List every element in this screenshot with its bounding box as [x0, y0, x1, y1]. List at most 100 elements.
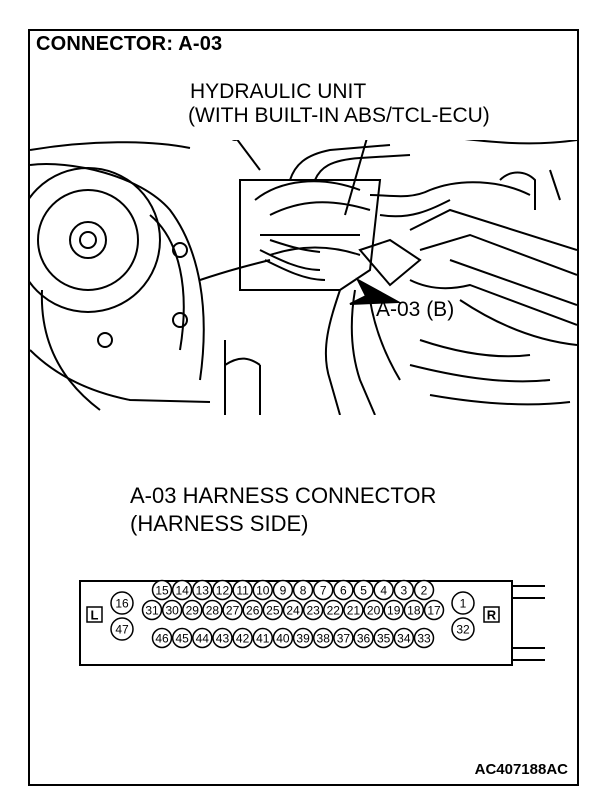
svg-text:46: 46 [155, 632, 169, 646]
svg-text:7: 7 [320, 584, 327, 598]
svg-text:3: 3 [401, 584, 408, 598]
svg-text:14: 14 [175, 584, 189, 598]
pin-44: 44 [192, 627, 213, 649]
svg-text:34: 34 [397, 632, 411, 646]
svg-text:31: 31 [145, 604, 159, 618]
pin-16: 16 [110, 591, 134, 615]
svg-text:26: 26 [246, 604, 260, 618]
pin-3: 3 [393, 579, 415, 601]
hydraulic-unit-label: HYDRAULIC UNIT (WITH BUILT-IN ABS/TCL-EC… [188, 80, 490, 128]
svg-text:32: 32 [456, 623, 470, 637]
arrow-icon [349, 277, 402, 305]
pin-29: 29 [182, 599, 203, 621]
pin-25: 25 [262, 599, 284, 621]
pin-33: 33 [413, 627, 435, 649]
pin-11: 11 [232, 579, 253, 601]
svg-text:38: 38 [317, 632, 331, 646]
pin-34: 34 [393, 627, 415, 649]
connector-outline [79, 580, 513, 666]
pin-22: 22 [323, 599, 344, 621]
svg-text:18: 18 [407, 604, 421, 618]
pin-7: 7 [312, 579, 334, 601]
pin-40: 40 [272, 627, 294, 649]
diagram-frame [28, 29, 579, 786]
pin-35: 35 [373, 627, 394, 649]
pin-43: 43 [212, 627, 233, 649]
pin-4: 4 [373, 579, 394, 601]
svg-text:44: 44 [196, 632, 210, 646]
svg-text:23: 23 [306, 604, 320, 618]
connector-callout-label: A-03 (B) [376, 298, 455, 321]
pin-20: 20 [363, 599, 384, 621]
pin-15: 15 [151, 579, 173, 601]
svg-text:20: 20 [367, 604, 381, 618]
pin-8: 8 [292, 579, 314, 601]
svg-text:42: 42 [236, 632, 250, 646]
svg-text:10: 10 [256, 584, 270, 598]
svg-text:30: 30 [165, 604, 179, 618]
pin-18: 18 [403, 599, 425, 621]
pin-9: 9 [272, 579, 294, 601]
figure-code: AC407188AC [474, 761, 568, 778]
pin-6: 6 [333, 579, 354, 601]
pin-32: 32 [451, 617, 475, 641]
svg-text:39: 39 [296, 632, 310, 646]
pin-45: 45 [171, 627, 193, 649]
pin-14: 14 [171, 579, 193, 601]
svg-text:4: 4 [380, 584, 387, 598]
svg-text:28: 28 [206, 604, 220, 618]
svg-text:25: 25 [266, 604, 280, 618]
svg-text:37: 37 [337, 632, 351, 646]
pin-31: 31 [141, 599, 163, 621]
svg-text:24: 24 [286, 604, 300, 618]
svg-text:36: 36 [357, 632, 371, 646]
pin-19: 19 [383, 599, 404, 621]
svg-text:41: 41 [256, 632, 270, 646]
connector-title: CONNECTOR: A-03 [36, 33, 223, 55]
svg-text:43: 43 [216, 632, 230, 646]
svg-text:16: 16 [115, 597, 129, 611]
harness-line2: (HARNESS SIDE) [130, 511, 309, 536]
svg-text:17: 17 [427, 604, 441, 618]
pin-30: 30 [161, 599, 183, 621]
pin-24: 24 [282, 599, 304, 621]
pin-2: 2 [413, 579, 435, 601]
right-side-marker: R [483, 606, 500, 623]
harness-line1: A-03 HARNESS CONNECTOR [130, 483, 437, 508]
svg-text:8: 8 [300, 584, 307, 598]
pin-28: 28 [202, 599, 223, 621]
pin-46: 46 [151, 627, 173, 649]
harness-connector-label: A-03 HARNESS CONNECTOR (HARNESS SIDE) [130, 482, 436, 538]
pin-23: 23 [302, 599, 324, 621]
svg-text:45: 45 [175, 632, 189, 646]
connector-tabs [512, 585, 545, 661]
pin-5: 5 [353, 579, 374, 601]
svg-text:13: 13 [196, 584, 210, 598]
svg-text:15: 15 [155, 584, 169, 598]
svg-text:22: 22 [327, 604, 341, 618]
svg-text:19: 19 [387, 604, 401, 618]
hydraulic-unit-line1: HYDRAULIC UNIT [190, 80, 367, 103]
left-side-marker: L [86, 606, 103, 623]
pin-13: 13 [192, 579, 213, 601]
pin-38: 38 [312, 627, 334, 649]
pin-10: 10 [252, 579, 274, 601]
svg-text:47: 47 [115, 623, 129, 637]
svg-text:11: 11 [236, 584, 249, 598]
engine-bay-illustration [30, 140, 577, 415]
pin-1: 1 [451, 591, 475, 615]
pin-21: 21 [343, 599, 364, 621]
pin-26: 26 [242, 599, 263, 621]
pin-12: 12 [212, 579, 233, 601]
svg-text:5: 5 [360, 584, 367, 598]
pin-27: 27 [222, 599, 243, 621]
svg-text:L: L [91, 608, 99, 623]
svg-text:35: 35 [377, 632, 391, 646]
pin-17: 17 [423, 599, 445, 621]
svg-text:12: 12 [216, 584, 230, 598]
svg-text:21: 21 [347, 604, 361, 618]
hydraulic-unit-line2: (WITH BUILT-IN ABS/TCL-ECU) [188, 104, 490, 127]
pin-42: 42 [232, 627, 253, 649]
pin-41: 41 [252, 627, 274, 649]
